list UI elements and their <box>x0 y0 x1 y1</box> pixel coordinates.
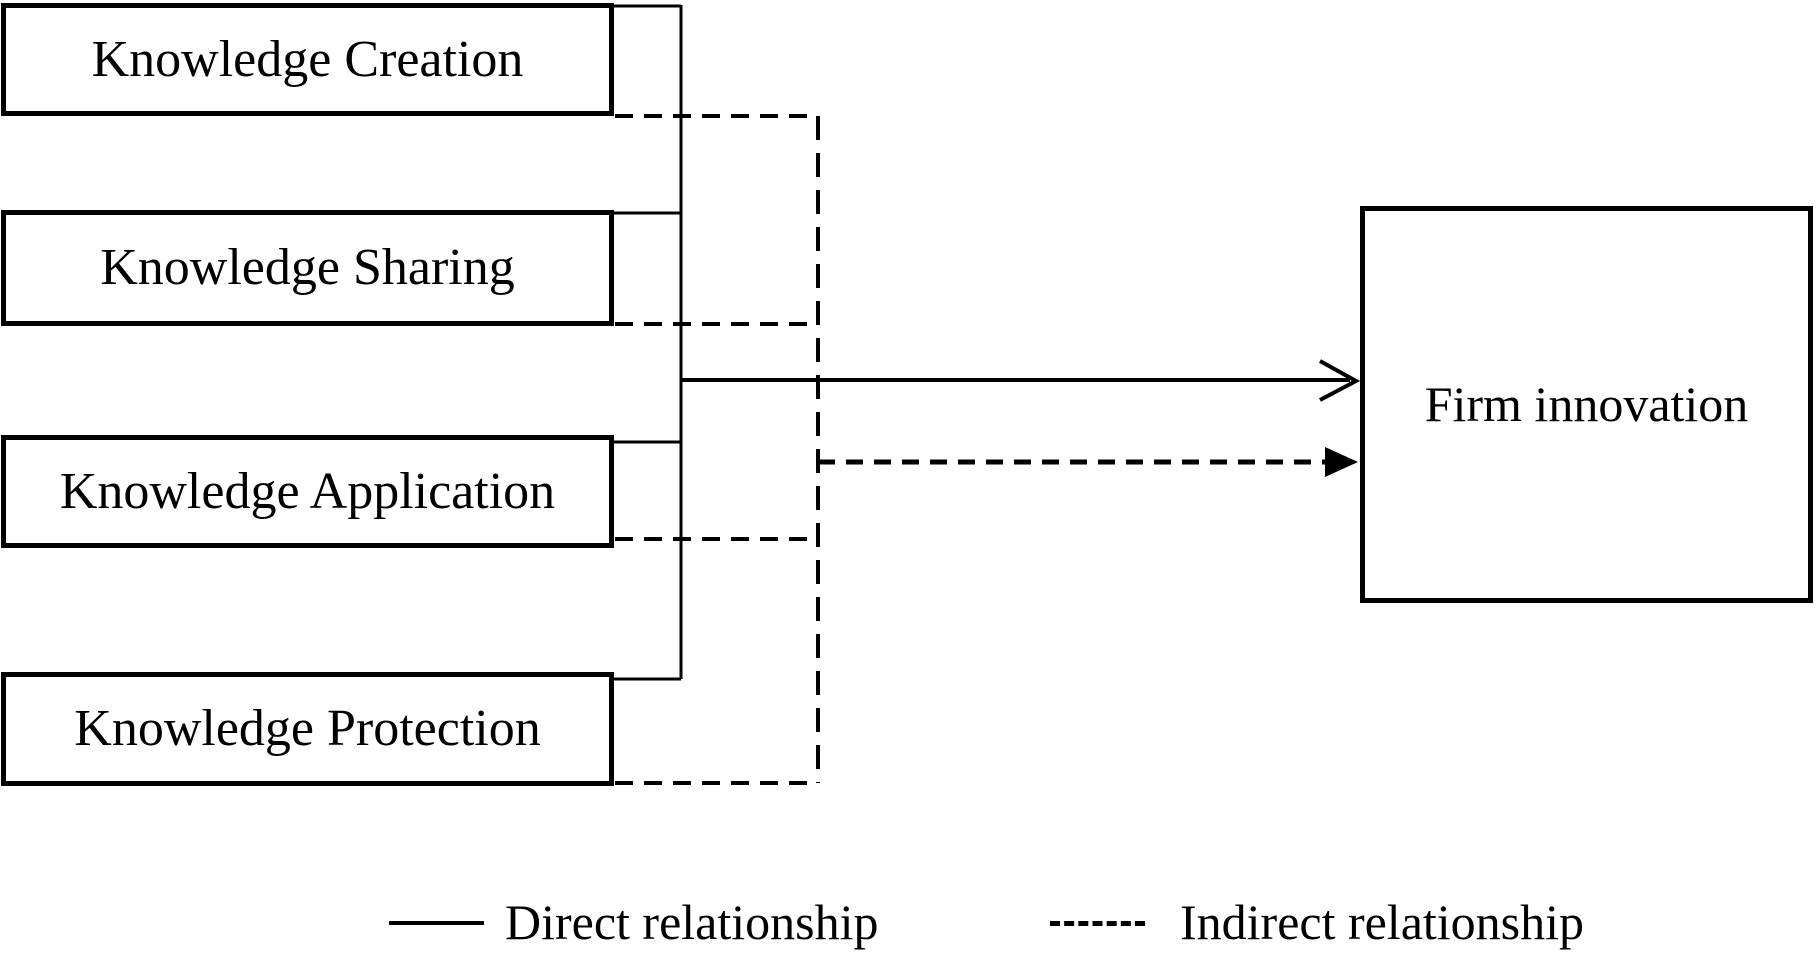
node-firm-innovation-label: Firm innovation <box>1424 376 1749 432</box>
node-knowledge-sharing: Knowledge Sharing <box>1 210 614 326</box>
direct-arrowhead-icon <box>1319 359 1361 402</box>
node-knowledge-creation: Knowledge Creation <box>1 3 614 116</box>
legend-solid-line-icon <box>389 921 484 925</box>
node-knowledge-sharing-label: Knowledge Sharing <box>100 239 515 297</box>
legend-dashed-line-icon <box>1050 921 1145 926</box>
legend-direct-label: Direct relationship <box>505 894 879 950</box>
legend: Direct relationship Indirect relationshi… <box>0 888 1817 956</box>
node-knowledge-application-label: Knowledge Application <box>59 462 556 520</box>
node-knowledge-protection-label: Knowledge Protection <box>74 700 541 758</box>
node-knowledge-protection: Knowledge Protection <box>1 672 614 786</box>
node-knowledge-application: Knowledge Application <box>1 435 614 548</box>
node-knowledge-creation-label: Knowledge Creation <box>91 30 524 88</box>
legend-indirect-label: Indirect relationship <box>1180 894 1585 950</box>
node-firm-innovation: Firm innovation <box>1360 206 1813 603</box>
indirect-arrowhead-icon <box>1325 447 1358 477</box>
